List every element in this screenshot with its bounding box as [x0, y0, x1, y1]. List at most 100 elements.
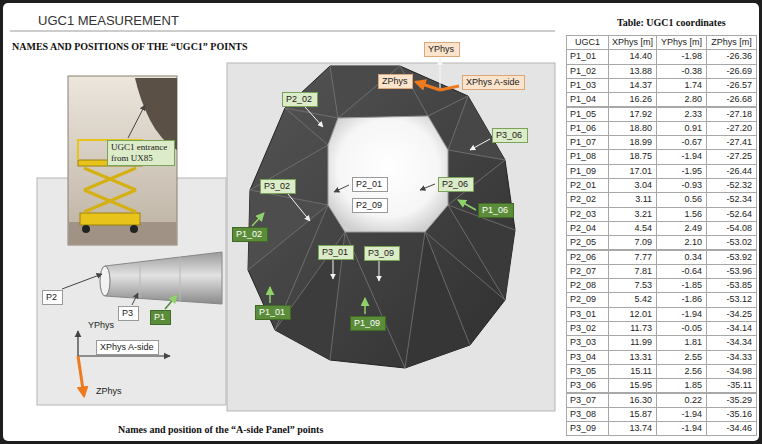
point-label: YPhys [424, 42, 460, 57]
table-cell: 16.30 [608, 393, 657, 408]
label-text: P2_06 [442, 179, 470, 190]
label-text: P3 [122, 308, 135, 319]
table-cell: P3_09 [566, 421, 609, 436]
point-label: ZPhys [378, 74, 413, 89]
table-cell: -52.34 [706, 192, 757, 207]
table-cell: 17.01 [608, 164, 657, 179]
tunnel-sketch [100, 252, 222, 304]
table-cell: 0.56 [656, 192, 707, 207]
table-cell: 5.42 [608, 292, 657, 307]
axis-arrow [78, 356, 84, 396]
table-cell: -26.68 [706, 92, 757, 107]
table-cell: P3_03 [566, 335, 609, 350]
leader-line [305, 107, 323, 127]
point-label: P2_01 [352, 177, 388, 192]
leader-line [379, 261, 380, 281]
point-label: P3 [118, 306, 139, 321]
table-cell: P2_06 [566, 250, 609, 265]
table-cell: -34.25 [706, 307, 757, 322]
label-text: YPhys [428, 44, 456, 55]
point-label: P1_09 [350, 316, 386, 331]
leader-line [128, 105, 145, 138]
leader-line [252, 213, 264, 226]
table-cell: -26.57 [706, 78, 757, 93]
lift-wheel [82, 225, 90, 233]
table-cell: 3.04 [608, 178, 657, 193]
table-cell: -1.86 [656, 292, 707, 307]
entrance-photo [68, 76, 177, 245]
tunnel-ring [140, 257, 180, 301]
label-text: P1_02 [236, 229, 264, 240]
label-text: P3_06 [496, 130, 524, 141]
table-cell: P2_09 [566, 292, 609, 307]
table-cell: 4.54 [608, 221, 657, 236]
table-cell: -34.33 [706, 350, 757, 365]
leader-line [62, 274, 102, 289]
table-cell: -1.94 [656, 407, 707, 422]
axis-arrow [439, 59, 440, 90]
table-cell: 15.11 [608, 364, 657, 379]
table-cell: 2.49 [656, 221, 707, 236]
panel-section [248, 66, 515, 368]
table-cell: 7.09 [608, 235, 657, 250]
table-cell: P1_06 [566, 121, 609, 136]
slide-title: UGC1 MEASUREMENT [38, 13, 179, 28]
table-cell: 2.56 [656, 364, 707, 379]
callout-box: UGC1 entrance from UX85 [107, 140, 175, 166]
label-text: XPhys A-side [100, 342, 155, 353]
table-cell: P3_04 [566, 350, 609, 365]
table-cell: P2_05 [566, 235, 609, 250]
table-cell: 1.56 [656, 207, 707, 222]
lift-base [80, 213, 140, 225]
table-title: Table: UGC1 coordinates [617, 17, 726, 28]
table-header: UGC1 [566, 35, 609, 50]
table-cell: P2_02 [566, 192, 609, 207]
table-cell: 7.53 [608, 278, 657, 293]
label-text: P3_02 [264, 181, 292, 192]
table-cell: 15.95 [608, 378, 657, 393]
tunnel-end [100, 266, 110, 296]
lift-scissors [84, 168, 136, 212]
table-cell: 17.92 [608, 107, 657, 122]
label-text: XPhys A-side [466, 77, 521, 88]
table-cell: P3_06 [566, 378, 609, 393]
axis-arrow [440, 86, 459, 90]
point-label: P3_01 [318, 245, 354, 260]
leader-line [333, 260, 334, 279]
point-label: P1 [150, 310, 171, 325]
point-label: XPhys A-side [462, 75, 525, 90]
label-text: P2_02 [286, 94, 314, 105]
table-cell: 2.55 [656, 350, 707, 365]
table-cell: 13.88 [608, 64, 657, 79]
table-cell: 0.22 [656, 393, 707, 408]
table-cell: -27.20 [706, 121, 757, 136]
table-cell: -34.46 [706, 421, 757, 436]
table-cell: 3.11 [608, 192, 657, 207]
table-cell: 0.34 [656, 250, 707, 265]
table-cell: 1.85 [656, 378, 707, 393]
table-cell: -0.38 [656, 64, 707, 79]
point-label: P1_01 [255, 305, 291, 320]
point-label: P2_06 [438, 177, 474, 192]
table-cell: P3_02 [566, 321, 609, 336]
label-text: YPhys [88, 320, 116, 331]
table-cell: P1_02 [566, 64, 609, 79]
leader-line [288, 194, 310, 221]
table-cell: P3_07 [566, 393, 609, 408]
table-cell: -52.32 [706, 178, 757, 193]
table-cell: 18.99 [608, 135, 657, 150]
table-header: YPhys [m] [656, 35, 707, 50]
section-heading: NAMES AND POSITIONS OF THE “UGC1” POINTS [12, 41, 248, 52]
table-cell: -27.25 [706, 149, 757, 164]
section-outline [248, 66, 515, 368]
leader-line [334, 185, 349, 192]
table-cell: -1.94 [656, 307, 707, 322]
table-cell: -26.44 [706, 164, 757, 179]
photo-frame [68, 76, 177, 245]
table-cell: -35.16 [706, 407, 757, 422]
table-cell: -27.18 [706, 107, 757, 122]
point-label: P2 [42, 290, 63, 305]
leader-line [364, 298, 366, 314]
table-cell: 3.21 [608, 207, 657, 222]
